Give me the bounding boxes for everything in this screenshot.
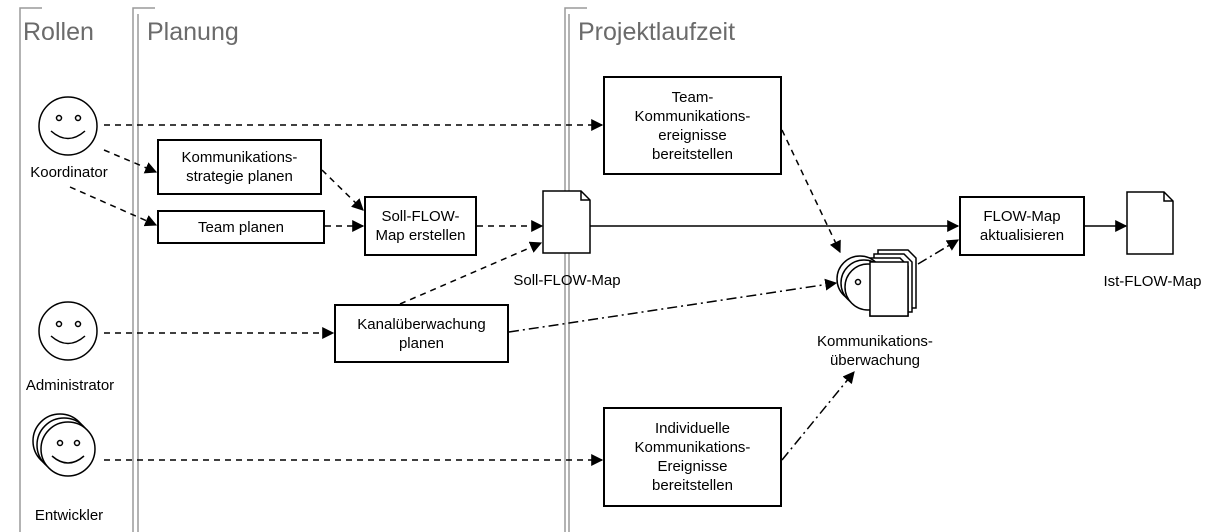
- artifact-label-soll-map: Soll-FLOW-Map: [513, 272, 621, 289]
- lane-title-planning: Planung: [147, 18, 239, 46]
- activity-create-soll-map[interactable]: Soll-FLOW- Map erstellen: [364, 196, 477, 256]
- arrow-team-events-monitoring: [781, 129, 841, 254]
- activity-individual-events[interactable]: Individuelle Kommunikations- Ereignisse …: [603, 407, 782, 507]
- activity-channel-monitoring-label: Kanalüberwachung planen: [357, 315, 486, 352]
- lane-title-runtime: Projektlaufzeit: [578, 18, 736, 46]
- role-label-coordinator: Koordinator: [30, 164, 108, 181]
- activity-team-plan[interactable]: Team planen: [157, 210, 325, 244]
- arrow-channel-soll: [399, 241, 543, 305]
- arrow-monitoring-update: [917, 239, 960, 265]
- roles-lane-border: [19, 7, 42, 532]
- planning-lane-left-border: [132, 7, 155, 532]
- arrow-coordinator-team-plan: [69, 186, 158, 227]
- developer-actor: [32, 413, 96, 477]
- activity-team-plan-label: Team planen: [198, 218, 284, 236]
- artifact-label-monitoring: Kommunikations- überwachung: [817, 333, 933, 369]
- activity-team-events[interactable]: Team- Kommunikations- ereignisse bereits…: [603, 76, 782, 175]
- arrow-coordinator-strategy: [103, 149, 158, 174]
- activity-channel-monitoring[interactable]: Kanalüberwachung planen: [334, 304, 509, 363]
- activity-comm-strategy-label: Kommunikations- strategie planen: [181, 149, 298, 185]
- activity-comm-strategy[interactable]: Kommunikations- strategie planen: [157, 139, 322, 195]
- soll-flow-map-document: [542, 190, 591, 254]
- arrow-individual-monitoring: [781, 371, 855, 461]
- connectors: [69, 119, 1128, 466]
- activity-create-soll-map-label: Soll-FLOW- Map erstellen: [375, 208, 466, 244]
- runtime-lane-border: [564, 7, 587, 532]
- role-label-administrator: Administrator: [25, 377, 115, 394]
- artifact-label-ist-map: Ist-FLOW-Map: [1103, 273, 1202, 290]
- lane-title-roles: Rollen: [23, 18, 94, 46]
- ist-flow-map-document: [1126, 191, 1174, 255]
- administrator-actor: [38, 301, 98, 361]
- activity-team-events-label: Team- Kommunikations- ereignisse bereits…: [634, 88, 751, 163]
- activity-individual-events-label: Individuelle Kommunikations- Ereignisse …: [634, 420, 751, 494]
- activity-update-flow-map-label: FLOW-Map aktualisieren: [979, 208, 1065, 244]
- activity-update-flow-map[interactable]: FLOW-Map aktualisieren: [959, 196, 1085, 256]
- arrow-strategy-soll: [321, 169, 364, 211]
- lane-separators: [19, 7, 587, 532]
- arrow-channel-monitoring: [508, 278, 838, 333]
- monitoring-symbol: [836, 249, 917, 317]
- role-label-developer: Entwickler: [34, 507, 104, 524]
- coordinator-actor: [38, 96, 98, 156]
